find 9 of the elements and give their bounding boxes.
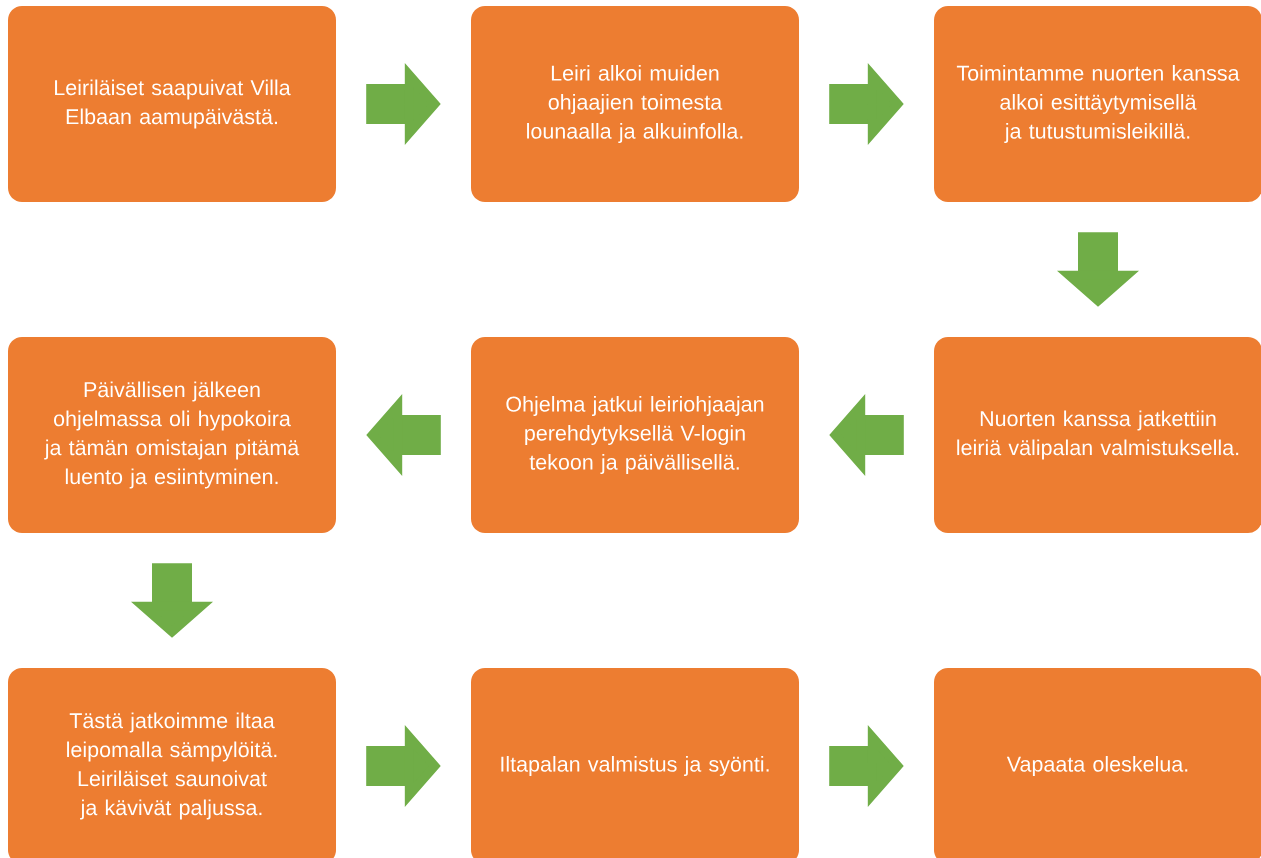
process-box: Iltapalan valmistus ja syönti. xyxy=(471,668,799,858)
process-box: Nuorten kanssa jatkettiin leiriä välipalan valmistuksella. xyxy=(934,337,1261,533)
process-box: Leiri alkoi muiden ohjaajien toimesta lounaalla ja alkuinfolla. xyxy=(471,6,799,202)
process-box: Tästä jatkoimme iltaa leipomalla sämpylöitä. Leiriläiset saunoivat ja kävivät paljussa. xyxy=(8,668,336,858)
process-box: Toimintamme nuorten kanssa alkoi esittäytymisellä ja tutustumisleikillä. xyxy=(934,6,1261,202)
process-box: Päivällisen jälkeen ohjelmassa oli hypokoira ja tämän omistajan pitämä luento ja esiintyminen. xyxy=(8,337,336,533)
process-box: Ohjelma jatkui leiriohjaajan perehdytyksellä V-login tekoon ja päivällisellä. xyxy=(471,337,799,533)
process-box: Vapaata oleskelua. xyxy=(934,668,1261,858)
process-box: Leiriläiset saapuivat Villa Elbaan aamupäivästä. xyxy=(8,6,336,202)
